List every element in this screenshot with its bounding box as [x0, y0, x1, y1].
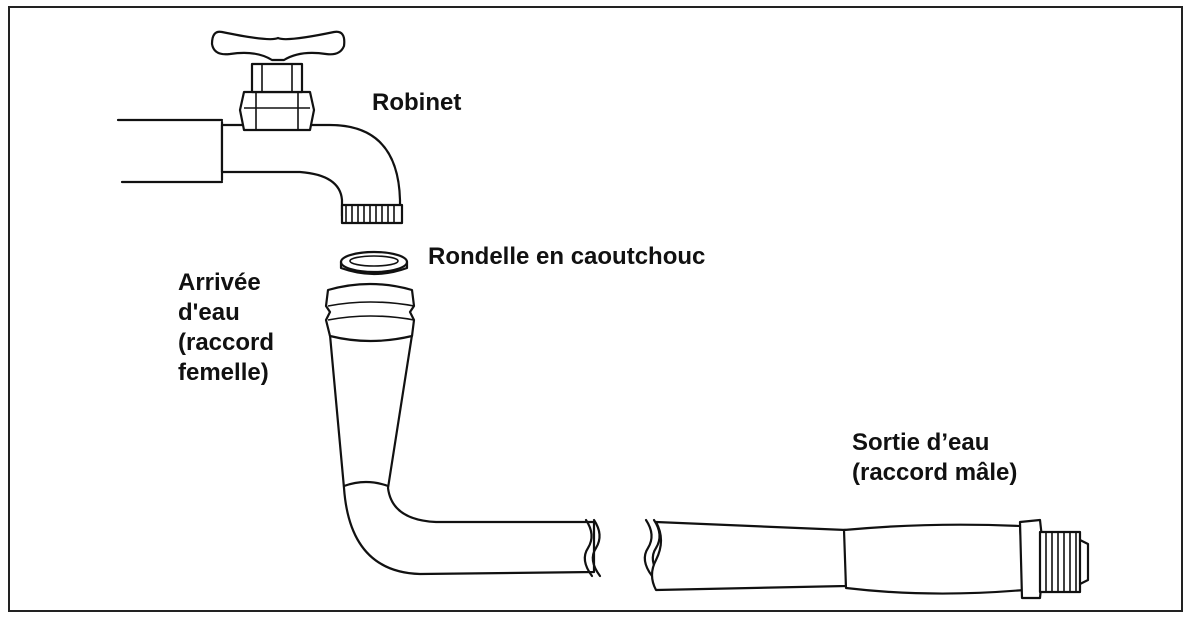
faucet-icon	[116, 30, 404, 225]
rubber-washer-icon	[339, 250, 409, 276]
inlet-label-line-4: femelle)	[178, 359, 269, 386]
inlet-label: Arrivée d'eau (raccord femelle)	[178, 268, 274, 388]
outlet-label-line-2: (raccord mâle)	[852, 459, 1018, 486]
inlet-label-line-3: (raccord	[178, 329, 275, 356]
hose-icon	[328, 333, 848, 592]
outlet-label-line-1: Sortie d’eau	[852, 429, 990, 456]
male-coupling-icon	[842, 518, 1090, 600]
faucet-label: Robinet	[372, 89, 462, 116]
washer-label: Rondelle en caoutchouc	[428, 243, 706, 270]
inlet-label-line-1: Arrivée	[178, 269, 261, 296]
inlet-label-line-2: d'eau	[178, 299, 240, 326]
outlet-label: Sortie d’eau (raccord mâle)	[852, 428, 1017, 488]
diagram-frame	[8, 6, 1183, 612]
female-coupling-icon	[324, 282, 416, 343]
